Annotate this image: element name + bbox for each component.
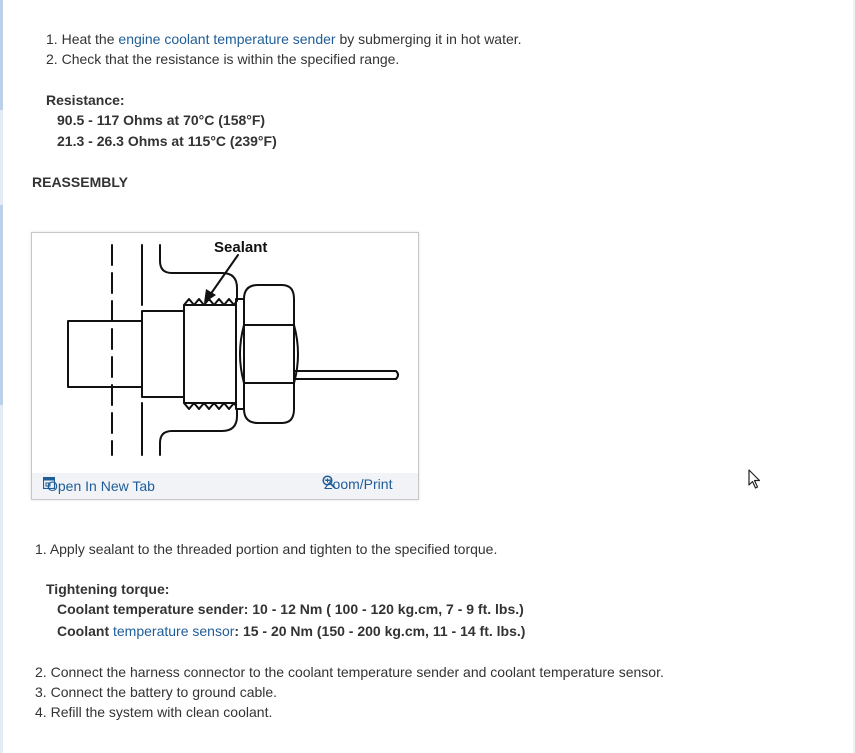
resistance-heading: Resistance: (46, 92, 125, 108)
diagram-line (239, 324, 245, 384)
figure-toolbar: Open In New Tab Zoom/Print (32, 473, 418, 499)
diagram-plug-body (67, 320, 143, 388)
right-edge-border (853, 0, 855, 753)
step-text: Check that the resistance is within the … (61, 51, 400, 67)
sealant-label: Sealant (214, 239, 267, 256)
diagram-shoulder (141, 310, 185, 398)
step-number: 1. (46, 31, 58, 47)
sealant-diagram: Sealant (67, 239, 399, 456)
reassembly-step-1: 1. Apply sealant to the threaded portion… (35, 540, 497, 558)
torque-sender-label: Coolant temperature sender: (57, 601, 249, 617)
step-text: Connect the battery to ground cable. (50, 684, 278, 700)
left-edge-accent (0, 0, 3, 110)
diagram-arrow-head (204, 289, 216, 303)
step-text: Heat the (61, 31, 119, 47)
step-text: Refill the system with clean coolant. (50, 704, 273, 720)
diagram-washer (235, 298, 245, 410)
torque-sender-value: 10 - 12 Nm ( 100 - 120 kg.cm, 7 - 9 ft. … (248, 601, 524, 617)
zoom-print-button[interactable]: Zoom/Print (322, 475, 392, 493)
test-step-2: 2. Check that the resistance is within t… (46, 50, 399, 68)
resistance-value-1: 90.5 - 117 Ohms at 70°C (158°F) (57, 112, 266, 128)
diagram-arrow-line (209, 254, 239, 296)
step-number: 2. (46, 51, 58, 67)
resistance-value-2: 21.3 - 26.3 Ohms at 115°C (239°F) (57, 133, 277, 149)
diagram-thread-top (183, 298, 237, 306)
torque-sensor-label: Coolant (57, 623, 113, 639)
diagram-line (159, 244, 238, 302)
step-number: 2. (35, 664, 47, 680)
left-edge-accent (0, 205, 3, 405)
diagram-hex-nut (243, 284, 295, 424)
tightening-torque-heading: Tightening torque: (46, 581, 170, 597)
diagram-thread-body (183, 304, 237, 404)
step-text: Connect the harness connector to the coo… (50, 664, 664, 680)
open-in-new-tab-button[interactable]: Open In New Tab (43, 477, 155, 495)
reassembly-step-3: 3. Connect the battery to ground cable. (35, 683, 277, 701)
diagram-probe (293, 370, 399, 380)
step-number: 3. (35, 684, 47, 700)
open-in-new-tab-label: Open In New Tab (47, 478, 155, 494)
sealant-diagram-figure: Sealant Open In New Tab (31, 232, 419, 500)
step-number: 1. (35, 541, 47, 557)
step-text: by submerging it in hot water. (335, 31, 522, 47)
step-number: 4. (35, 704, 47, 720)
torque-sender-line: Coolant temperature sender: 10 - 12 Nm (… (57, 600, 524, 618)
diagram-line (159, 408, 238, 456)
torque-sensor-line: Coolant temperature sensor: 15 - 20 Nm (… (57, 622, 525, 640)
reassembly-step-4: 4. Refill the system with clean coolant. (35, 703, 272, 721)
diagram-thread-bottom (183, 402, 237, 410)
reassembly-heading: REASSEMBLY (32, 174, 128, 190)
engine-coolant-temperature-sender-link[interactable]: engine coolant temperature sender (118, 31, 336, 47)
test-step-1: 1. Heat the engine coolant temperature s… (46, 30, 522, 48)
zoom-print-label: Zoom/Print (324, 476, 393, 492)
torque-sensor-value: : 15 - 20 Nm (150 - 200 kg.cm, 11 - 14 f… (234, 623, 526, 639)
step-text: Apply sealant to the threaded portion an… (49, 541, 498, 557)
reassembly-step-2: 2. Connect the harness connector to the … (35, 663, 664, 681)
temperature-sensor-link[interactable]: temperature sensor (113, 623, 235, 639)
mouse-pointer-icon (748, 469, 762, 492)
